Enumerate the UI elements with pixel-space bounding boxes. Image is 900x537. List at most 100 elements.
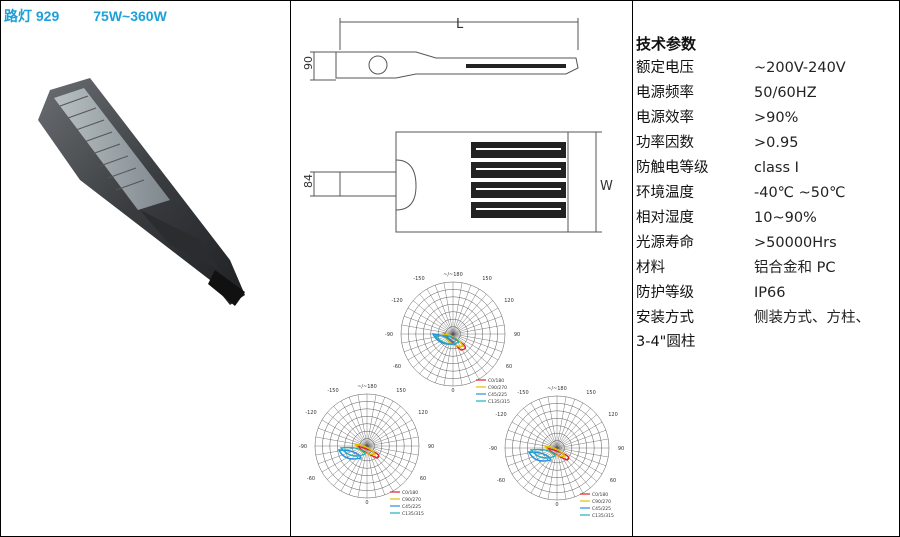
model-name: 路灯 929 xyxy=(4,8,60,24)
tick-label: -60 xyxy=(393,364,401,370)
tick-label: -120 xyxy=(391,298,402,304)
neck-label: 84 xyxy=(302,174,315,188)
grid-spoke xyxy=(511,447,558,475)
legend-label: C90/270 xyxy=(402,497,421,503)
tick-label: 90 xyxy=(428,444,434,450)
tick-label: -120 xyxy=(495,412,506,418)
grid-spoke xyxy=(321,419,368,447)
spec-key: 额定电压 xyxy=(636,60,694,76)
grid-spoke xyxy=(452,282,463,335)
tick-label: 120 xyxy=(418,410,428,416)
grid-spoke xyxy=(556,430,606,449)
power-range: 75W~360W xyxy=(93,8,167,24)
spec-key: 电源频率 xyxy=(636,85,694,101)
grid-spoke xyxy=(508,430,558,449)
grid-spoke xyxy=(556,421,603,449)
grid-spoke xyxy=(452,333,502,352)
distribution-curve xyxy=(339,446,366,457)
tick-label: -120 xyxy=(305,410,316,416)
grid-spoke xyxy=(556,447,591,488)
tick-label: ~/~180 xyxy=(443,272,463,278)
tick-label: -90 xyxy=(299,444,307,450)
grid-spoke xyxy=(556,447,609,458)
legend-label: C135/315 xyxy=(402,511,424,517)
tick-label: 60 xyxy=(610,478,616,484)
legend-label: C90/270 xyxy=(592,499,611,505)
spec-row: 功率因数>0.95 xyxy=(636,131,898,156)
grid-spoke xyxy=(333,445,368,486)
distribution-curve xyxy=(441,333,465,347)
legend-label: C45/225 xyxy=(592,506,611,512)
dimension-drawing: L W 90 84 xyxy=(302,17,613,233)
tick-label: 0 xyxy=(451,388,454,394)
grid-spoke xyxy=(452,333,471,383)
grid-spoke xyxy=(401,324,454,335)
spec-value: 50/60HZ xyxy=(754,85,817,101)
product-header: 路灯 929 75W~360W xyxy=(4,6,167,26)
install-continuation: 3-4"圆柱 xyxy=(636,334,696,350)
grid-spoke xyxy=(327,412,368,447)
tick-label: -90 xyxy=(385,332,393,338)
grid-spoke xyxy=(366,412,407,447)
spec-value: >90% xyxy=(754,110,799,126)
column-divider xyxy=(290,0,291,537)
spec-value: 10~90% xyxy=(754,210,817,226)
tick-label: -150 xyxy=(517,390,528,396)
grid-spoke xyxy=(556,447,606,466)
spec-value: >50000Hrs xyxy=(754,235,837,251)
grid-spoke xyxy=(366,445,419,456)
grid-spoke xyxy=(517,447,558,482)
distribution-curve xyxy=(529,448,556,459)
grid-spoke xyxy=(517,414,558,449)
tick-label: -90 xyxy=(489,446,497,452)
tick-label: 60 xyxy=(420,476,426,482)
grid-spoke xyxy=(426,288,454,335)
grid-spoke xyxy=(452,333,499,361)
grid-spoke xyxy=(452,324,505,335)
spec-value: IP66 xyxy=(754,285,786,301)
grid-spoke xyxy=(452,316,502,335)
grid-spoke xyxy=(366,419,413,447)
legend-label: C0/180 xyxy=(592,492,608,498)
grid-spoke xyxy=(511,421,558,449)
grid-spoke xyxy=(547,396,558,449)
grid-spoke xyxy=(366,436,419,447)
grid-spoke xyxy=(327,445,368,480)
grid-spoke xyxy=(556,447,603,475)
grid-spoke xyxy=(556,438,609,449)
tick-label: -150 xyxy=(327,388,338,394)
tick-label: -150 xyxy=(413,276,424,282)
grid-spoke xyxy=(452,288,480,335)
spec-value: 铝合金和 PC xyxy=(754,260,836,276)
legend-label: C135/315 xyxy=(488,399,510,405)
grid-spoke xyxy=(321,445,368,473)
grid-spoke xyxy=(530,402,558,449)
spec-key: 环境温度 xyxy=(636,185,694,201)
tick-label: 90 xyxy=(514,332,520,338)
legend-label: C45/225 xyxy=(488,392,507,398)
tick-label: -60 xyxy=(497,478,505,484)
spec-row: 电源效率>90% xyxy=(636,106,898,131)
tick-label: 120 xyxy=(504,298,514,304)
grid-spoke xyxy=(530,447,558,494)
legend-label: C45/225 xyxy=(402,504,421,510)
grid-spoke xyxy=(407,307,454,335)
spec-value: -40℃ ~50℃ xyxy=(754,185,846,201)
grid-spoke xyxy=(366,397,385,447)
tick-label: -60 xyxy=(307,476,315,482)
legend-label: C0/180 xyxy=(488,378,504,384)
grid-spoke xyxy=(452,300,493,335)
spec-key: 防触电等级 xyxy=(636,160,709,176)
tick-label: 150 xyxy=(586,390,596,396)
legend-label: C135/315 xyxy=(592,513,614,519)
grid-spoke xyxy=(366,400,394,447)
spec-row: 额定电压~200V-240V xyxy=(636,56,898,81)
spec-row: 安装方式侧装方式、方柱、 xyxy=(636,306,898,331)
tick-label: 90 xyxy=(618,446,624,452)
spec-row: 光源寿命>50000Hrs xyxy=(636,231,898,256)
grid-spoke xyxy=(366,394,377,447)
grid-spoke xyxy=(340,400,368,447)
distribution-curve xyxy=(527,451,553,462)
